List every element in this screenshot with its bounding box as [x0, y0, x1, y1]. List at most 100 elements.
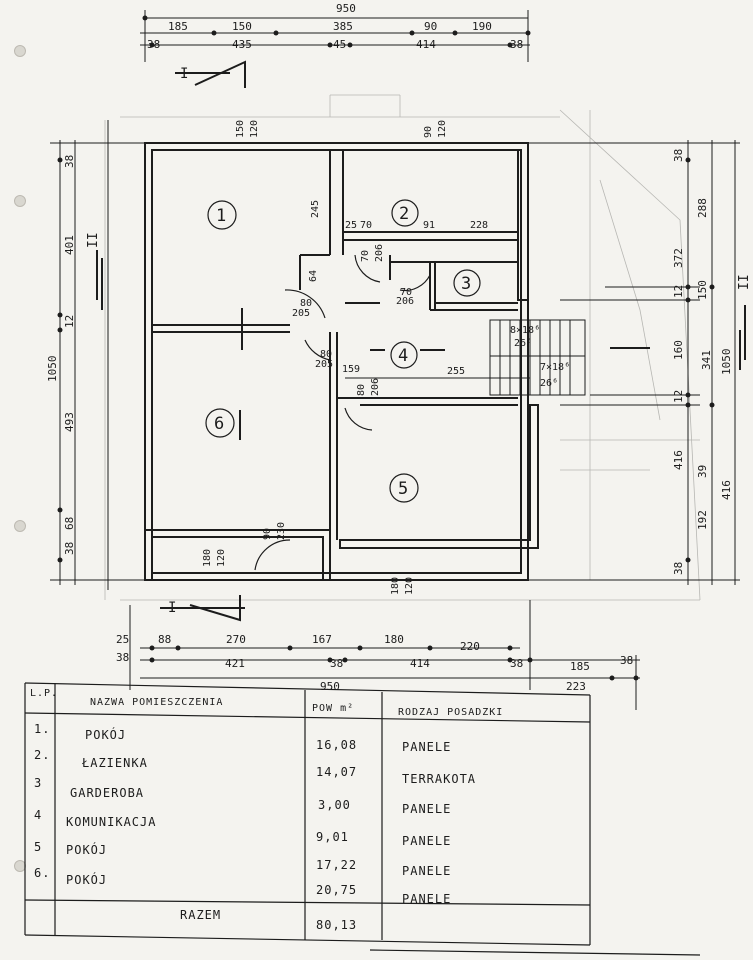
door-swings: [254, 254, 431, 571]
dim-label: 421: [225, 657, 245, 670]
dim-label: 401: [63, 235, 76, 255]
dim-label: 12: [672, 390, 685, 403]
windows: [180, 142, 455, 549]
dim-label: 80: [300, 298, 312, 309]
dim-label: 70: [400, 287, 412, 298]
dim-label: 416: [720, 480, 733, 500]
total-value: 80,13: [316, 918, 358, 932]
dim-label: 120: [404, 577, 415, 595]
row-area: 20,75: [316, 883, 358, 897]
dim-label: 223: [566, 680, 586, 693]
dim-label: 38: [63, 155, 76, 168]
room-3-number: 3: [461, 274, 471, 294]
dim-label: 120: [216, 549, 227, 567]
dim-label: 120: [249, 120, 260, 138]
row-floor: PANELE: [402, 740, 452, 754]
dim-label: 270: [226, 633, 246, 646]
corridor-marks: [239, 302, 650, 440]
dim-label: 7×18⁶: [540, 362, 570, 373]
header-area: POW m²: [312, 703, 355, 714]
section-mark-bottom: I: [168, 600, 176, 616]
dim-label: 12: [63, 315, 76, 328]
dim-label: 1050: [720, 349, 733, 376]
dim-label: 206: [396, 296, 414, 307]
binder-hole: [14, 195, 26, 207]
dim-label: 25: [345, 220, 357, 231]
dim-label: 414: [416, 38, 436, 51]
room-number-labels: 1 2 3 4 5 6: [205, 199, 481, 503]
row-area: 14,07: [316, 765, 358, 779]
dim-label: 245: [310, 200, 321, 218]
row-name: POKÓJ: [66, 873, 108, 887]
row-name: ŁAZIENKA: [82, 756, 148, 770]
dim-label: 180: [202, 549, 213, 567]
dim-label: 90: [424, 20, 437, 33]
opening-labels: 150 120 90 120 245 25 70 91 228 70 206 7…: [202, 120, 570, 595]
dim-label: 38: [510, 38, 523, 51]
dim-label: 12: [672, 285, 685, 298]
dim-label: 38: [63, 542, 76, 555]
faint-construction-lines: [104, 94, 701, 601]
dim-label: 185: [168, 20, 188, 33]
binder-hole: [14, 520, 26, 532]
dim-label: 205: [292, 308, 310, 319]
dim-label: 38: [116, 651, 129, 664]
dim-label: 8×18⁶: [510, 325, 540, 336]
bottom-dimension-labels: 25 88 270 167 180 220 38 421 38 414 38 1…: [116, 633, 633, 693]
dim-label: 91: [423, 220, 435, 231]
dim-label: 150: [696, 280, 709, 300]
right-dimension-labels: 38 372 12 160 12 341 416 38 288 150 192 …: [672, 149, 752, 575]
dim-label: 192: [696, 510, 709, 530]
row-floor: TERRAKOTA: [402, 772, 477, 786]
dim-label: 160: [672, 340, 685, 360]
row-area: 3,00: [318, 798, 351, 812]
dim-label: 80: [356, 384, 367, 396]
dim-label: 190: [472, 20, 492, 33]
row-name: POKÓJ: [85, 728, 127, 742]
dimension-ticks: [57, 15, 715, 681]
dim-label: 206: [374, 244, 385, 262]
section-mark-top: I: [180, 66, 188, 82]
dim-label: 38: [620, 654, 633, 667]
room-2-number: 2: [399, 204, 409, 224]
dim-label: 180: [390, 577, 401, 595]
row-floor: PANELE: [402, 864, 452, 878]
total-label: RAZEM: [180, 908, 222, 922]
dim-label: 341: [700, 350, 713, 370]
dim-label: 1050: [46, 356, 59, 383]
dim-label: 45: [333, 38, 346, 51]
row-lp: 5: [34, 840, 43, 854]
dim-label: 228: [470, 220, 488, 231]
dim-label: 64: [308, 270, 319, 282]
dim-label: 372: [672, 248, 685, 268]
exterior-walls: [144, 142, 539, 581]
dim-label: 205: [315, 359, 333, 370]
room-1-number: 1: [216, 206, 226, 226]
top-dimension-labels: 950 185 150 385 90 190 38 435 45 414 38 …: [147, 2, 523, 616]
dim-label: 150: [235, 120, 246, 138]
dim-label: 230: [276, 522, 287, 540]
header-name: NAZWA POMIESZCZENIA: [90, 697, 224, 708]
dim-label: 88: [158, 633, 171, 646]
room-4-number: 4: [398, 346, 408, 366]
section-mark-right: II: [737, 274, 752, 290]
dim-label: 255: [447, 366, 465, 377]
dim-label: 70: [360, 250, 371, 262]
dim-label: 288: [696, 198, 709, 218]
dim-label: 90: [423, 126, 434, 138]
row-area: 16,08: [316, 738, 358, 752]
dim-label: 38: [672, 149, 685, 162]
dim-label: 38: [330, 657, 343, 670]
room-6-number: 6: [214, 414, 224, 434]
row-lp: 4: [34, 808, 43, 822]
dim-label: 38: [672, 562, 685, 575]
staircase: [345, 319, 586, 396]
dim-label: 68: [63, 517, 76, 530]
dim-total-top: 950: [336, 2, 356, 15]
row-name: KOMUNIKACJA: [66, 815, 157, 829]
dim-label: 90: [262, 528, 273, 540]
row-area: 17,22: [316, 858, 358, 872]
dim-label: 220: [460, 640, 480, 653]
